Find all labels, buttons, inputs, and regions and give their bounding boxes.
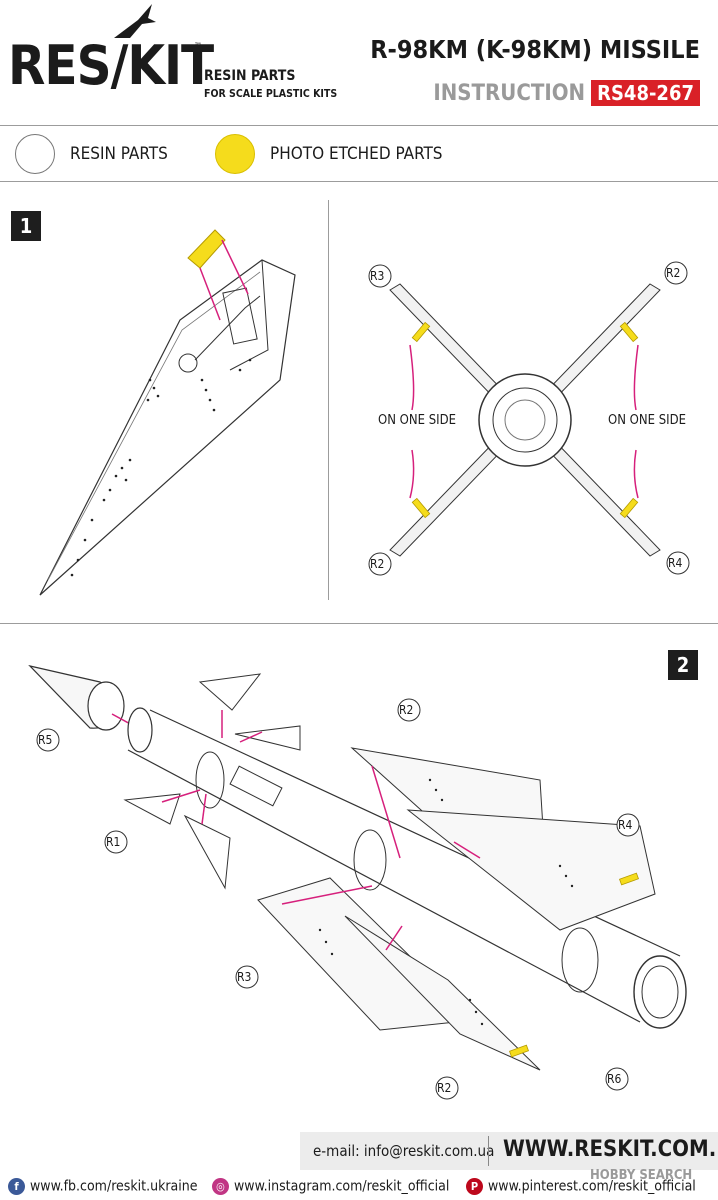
instruction-label: INSTRUCTION <box>433 80 586 106</box>
step-1-vertical-divider <box>328 200 329 600</box>
note-one-side-right: ON ONE SIDE <box>608 413 686 428</box>
instagram-icon: ◎ <box>212 1178 229 1195</box>
pinterest-icon: P <box>466 1178 483 1195</box>
tag-r6: R6 <box>607 1072 622 1086</box>
page-title: R-98KM (K-98KM) MISSILE <box>370 35 700 64</box>
step-2-badge: 2 <box>668 650 698 680</box>
facebook-icon: f <box>8 1178 25 1195</box>
rear-view-fins-drawing <box>389 283 661 557</box>
logo-trademark: ™ <box>194 42 203 52</box>
email-link[interactable]: e-mail: info@reskit.com.ua <box>313 1142 495 1160</box>
instagram-url: www.instagram.com/reskit_official <box>234 1178 450 1195</box>
divider-top <box>0 125 718 126</box>
resin-legend-circle <box>15 134 55 174</box>
divider-step2 <box>0 623 718 624</box>
tag-r3-step1: R3 <box>370 269 385 283</box>
footer-contact-bar <box>300 1132 718 1170</box>
watermark: HOBBY SEARCH <box>590 1168 693 1183</box>
tagline-scale-kits: FOR SCALE PLASTIC KITS <box>204 88 338 100</box>
note-one-side-left: ON ONE SIDE <box>378 413 456 428</box>
tag-r4-step2: R4 <box>618 818 633 832</box>
tag-r2-step2-bottom: R2 <box>437 1081 452 1095</box>
website-link[interactable]: WWW.RESKIT.COM.UA <box>503 1137 718 1162</box>
tag-r5: R5 <box>38 733 53 747</box>
step-1-badge: 1 <box>11 211 41 241</box>
pe-legend-label: PHOTO ETCHED PARTS <box>270 144 443 164</box>
pinterest-url: www.pinterest.com/reskit_official <box>488 1178 696 1195</box>
jet-silhouette-icon <box>114 4 156 38</box>
missile-assembly-drawing <box>28 664 687 1100</box>
tag-r3-step2: R3 <box>237 970 252 984</box>
logo-text: RES/KIT <box>8 34 214 97</box>
tag-r2-step1-top: R2 <box>666 266 681 280</box>
resin-legend-label: RESIN PARTS <box>70 144 168 164</box>
logo: RES/KIT ™ <box>8 2 214 102</box>
kit-code-badge: RS48-267 <box>591 80 700 106</box>
pe-legend-circle <box>215 134 255 174</box>
tag-r2-step1-bottom: R2 <box>370 557 385 571</box>
instruction-row: INSTRUCTION RS48-267 <box>433 80 700 106</box>
step-1-tags <box>368 261 690 576</box>
tag-r4-step1: R4 <box>668 556 683 570</box>
facebook-url: www.fb.com/reskit.ukraine <box>30 1178 198 1195</box>
tag-r2-step2-top: R2 <box>399 703 414 717</box>
facebook-link[interactable]: f www.fb.com/reskit.ukraine <box>8 1178 198 1195</box>
divider-legend <box>0 181 718 182</box>
instagram-link[interactable]: ◎ www.instagram.com/reskit_official <box>212 1178 449 1195</box>
tag-r1: R1 <box>106 835 121 849</box>
footer-divider <box>488 1136 489 1166</box>
fin-detail-drawing <box>39 229 296 596</box>
tagline-resin: RESIN PARTS <box>204 68 296 84</box>
